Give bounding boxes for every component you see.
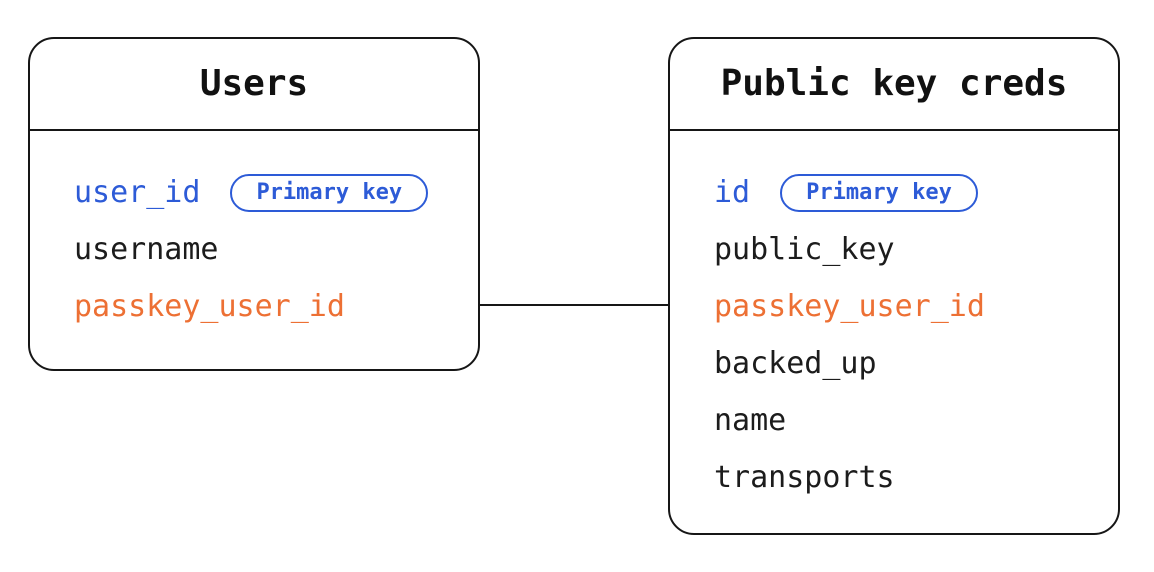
field-row: user_id Primary key bbox=[74, 164, 478, 221]
field-row: public_key bbox=[714, 221, 1118, 278]
field-row: username bbox=[74, 221, 478, 278]
table-users: Users user_id Primary key username passkey_… bbox=[28, 37, 480, 371]
field-row: id Primary key bbox=[714, 164, 1118, 221]
field-row: transports bbox=[714, 449, 1118, 506]
table-users-fields: user_id Primary key username passkey_user_i… bbox=[30, 131, 478, 335]
field-row: backed_up bbox=[714, 335, 1118, 392]
field-name: backed_up bbox=[714, 345, 877, 381]
field-name: user_id bbox=[74, 174, 201, 210]
field-name: id bbox=[714, 174, 751, 210]
field-name: name bbox=[714, 402, 787, 438]
field-row: name bbox=[714, 392, 1118, 449]
field-name: public_key bbox=[714, 231, 895, 267]
table-users-header: Users bbox=[30, 39, 478, 131]
relationship-line bbox=[480, 304, 668, 306]
table-title: Users bbox=[199, 63, 309, 104]
field-name: transports bbox=[714, 459, 895, 495]
field-row: passkey_user_id bbox=[74, 278, 478, 335]
field-name: passkey_user_id bbox=[74, 288, 345, 324]
field-name: passkey_user_id bbox=[714, 288, 985, 324]
table-public-key-creds: Public key creds id Primary key public_key… bbox=[668, 37, 1120, 535]
field-name: username bbox=[74, 231, 219, 267]
field-row: passkey_user_id bbox=[714, 278, 1118, 335]
primary-key-badge: Primary key bbox=[780, 173, 978, 212]
table-title: Public key creds bbox=[720, 63, 1068, 104]
primary-key-badge: Primary key bbox=[230, 173, 429, 212]
table-public-key-creds-header: Public key creds bbox=[670, 39, 1118, 131]
